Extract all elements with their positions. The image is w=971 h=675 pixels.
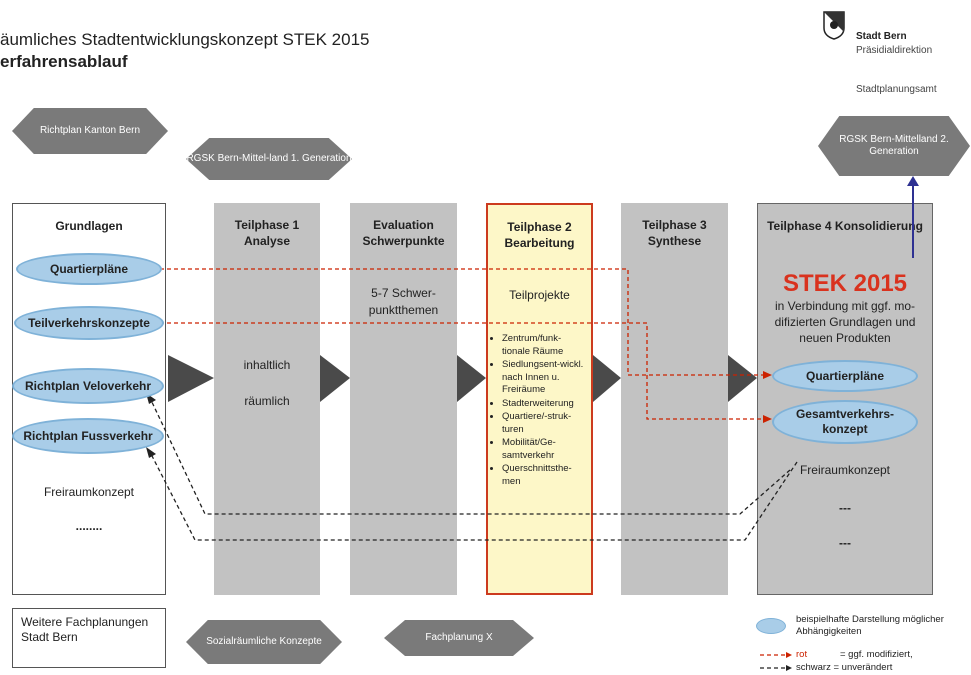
oval-quartierplaene: Quartierpläne [16,253,162,285]
transition-arrow [320,355,350,402]
legend-black-arrow-head [786,665,792,671]
phase2-bullet: Mobilität/Ge-samtverkehr [502,437,587,462]
phase2-bullet: Zentrum/funk-tionale Räume [502,333,587,358]
transition-arrow [593,355,621,402]
transition-arrow [168,355,214,402]
legend-red-arrow-head [786,652,792,658]
diagram-title: äumliches Stadtentwicklungskonzept STEK … [0,30,370,49]
grundlagen-more: ........ [75,519,103,533]
legend-oval-swatch [756,618,786,634]
hexagon-rgsk-1: RGSK Bern-Mittel-land 1. Generation [186,138,352,180]
logo-department: Präsidialdirektion [856,45,933,56]
phase4-placeholder-2: --- [839,536,851,550]
hexagon-sozialraeumliche-konzepte: Sozialräumliche Konzepte [186,620,342,664]
column-evaluation: Evaluation Schwerpunkte 5-7 Schwer-punkt… [350,203,457,595]
hexagon-richtplan-kanton: Richtplan Kanton Bern [12,108,168,154]
oval-gesamtverkehrskonzept: Gesamtverkehrs-konzept [772,400,918,444]
hexagon-fachplanung-x: Fachplanung X [384,620,534,656]
phase2-bullet: Stadterweiterung [502,398,587,411]
transition-arrow [728,355,757,402]
phase2-heading: Teilphase 2 Bearbeitung [504,220,575,250]
phase1-line-2: räumlich [244,394,290,408]
column-phase-2: Teilphase 2 Bearbeitung Teilprojekte Zen… [486,203,593,595]
logo-city-name: Stadt Bern [856,31,907,42]
legend-black-description: schwarz = unverändert [796,662,893,673]
diagram-subtitle: erfahrensablauf [0,52,128,71]
column-phase-3: Teilphase 3 Synthese [621,203,728,595]
logo-office: Stadtplanungsamt [856,84,937,95]
legend-red-description: = ggf. modifiziert, [840,649,913,660]
bern-coat-of-arms-icon [822,10,846,45]
phase2-bullet: Quartiere/-struk-turen [502,411,587,436]
oval-richtplan-fussverkehr: Richtplan Fussverkehr [12,418,164,454]
phase2-subheading: Teilprojekte [509,288,570,302]
phase3-heading: Teilphase 3 Synthese [642,218,707,248]
grundlagen-heading: Grundlagen [55,219,123,233]
phase2-bullet: Querschnittsthe-men [502,463,587,488]
hexagon-rgsk-2: RGSK Bern-Mittelland 2. Generation [818,116,970,176]
phase1-line-1: inhaltlich [243,358,291,372]
oval-richtplan-veloverkehr: Richtplan Veloverkehr [12,368,164,404]
blue-arrow-head [907,176,919,186]
oval-quartierplaene-result: Quartierpläne [772,360,918,392]
column-phase-4: Teilphase 4 Konsolidierung STEK 2015 in … [757,203,933,595]
stek-2015-title: STEK 2015 [782,270,908,297]
evaluation-heading: Evaluation Schwerpunkte [362,218,445,248]
legend-red-label: rot [796,649,808,660]
transition-arrow [457,355,486,402]
phase4-description: in Verbindung mit ggf. mo-difizierten Gr… [774,299,916,345]
phase4-heading: Teilphase 4 Konsolidierung [767,219,923,233]
weitere-fachplanungen-box: Weitere Fachplanungen Stadt Bern [12,608,166,668]
phase1-heading: Teilphase 1 Analyse [234,218,300,248]
phase4-placeholder-1: --- [839,501,851,515]
evaluation-body: 5-7 Schwer-punktthemen [368,286,439,317]
oval-teilverkehrskonzepte: Teilverkehrskonzepte [14,306,164,340]
grundlagen-freiraum: Freiraumkonzept [43,485,135,499]
phase2-bullet-list: Zentrum/funk-tionale Räume Siedlungsent-… [488,333,587,489]
phase2-bullet: Siedlungsent-wickl. nach Innen u. Freirä… [502,359,587,397]
column-phase-1: Teilphase 1 Analyse inhaltlich räumlich [214,203,320,595]
phase4-freiraum: Freiraumkonzept [799,463,891,477]
legend-oval-text: beispielhafte Darstellung möglicher Abhä… [796,614,944,637]
